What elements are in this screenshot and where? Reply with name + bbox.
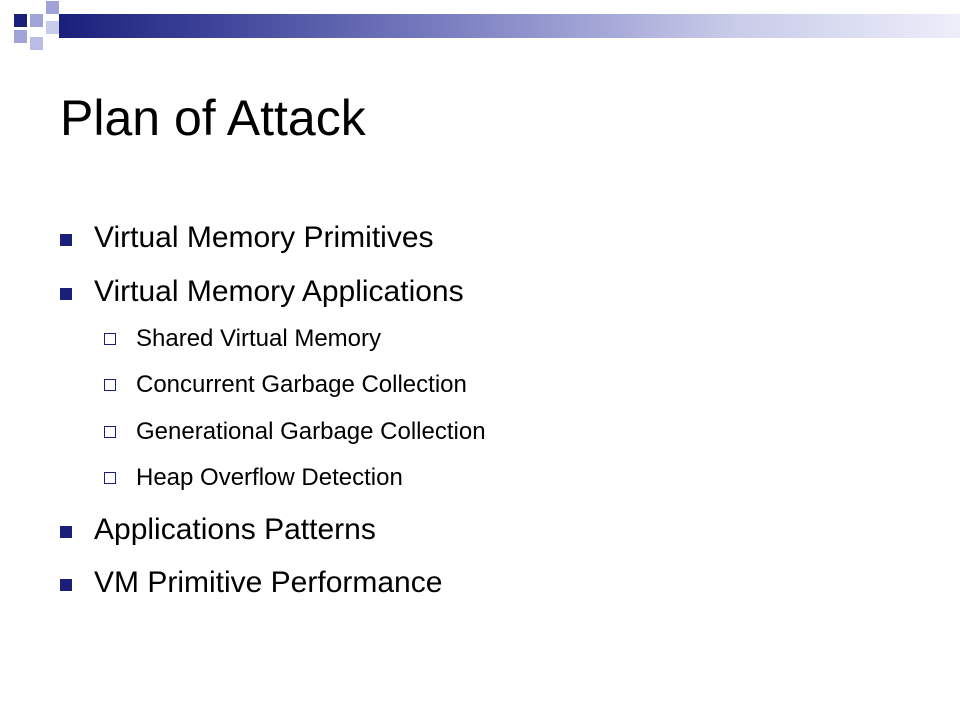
- square-bullet-icon: [60, 526, 72, 538]
- bullet-text: VM Primitive Performance: [94, 566, 443, 599]
- bullet-text: Virtual Memory Applications: [94, 275, 464, 308]
- bullet-item: VM Primitive Performance: [60, 565, 442, 601]
- sub-bullet-item: Concurrent Garbage Collection: [104, 371, 467, 399]
- decor-square-lavender: [30, 37, 43, 50]
- sub-bullet-item: Heap Overflow Detection: [104, 464, 403, 492]
- decor-square-lavender: [30, 14, 43, 27]
- square-bullet-icon: [60, 579, 72, 591]
- hollow-square-bullet-icon: [104, 333, 116, 345]
- sub-bullet-text: Heap Overflow Detection: [136, 464, 403, 491]
- sub-bullet-text: Concurrent Garbage Collection: [136, 371, 467, 398]
- bullet-item: Applications Patterns: [60, 512, 376, 548]
- sub-bullet-item: Shared Virtual Memory: [104, 325, 381, 353]
- hollow-square-bullet-icon: [104, 472, 116, 484]
- hollow-square-bullet-icon: [104, 379, 116, 391]
- bullet-text: Virtual Memory Primitives: [94, 221, 434, 254]
- sub-bullet-text: Generational Garbage Collection: [136, 418, 486, 445]
- square-bullet-icon: [60, 288, 72, 300]
- hollow-square-bullet-icon: [104, 426, 116, 438]
- sub-bullet-text: Shared Virtual Memory: [136, 325, 381, 352]
- decor-square-lavender: [46, 1, 59, 14]
- sub-bullet-item: Generational Garbage Collection: [104, 418, 486, 446]
- slide-title: Plan of Attack: [60, 90, 366, 146]
- bullet-text: Applications Patterns: [94, 513, 376, 546]
- bullet-item: Virtual Memory Primitives: [60, 220, 434, 256]
- square-bullet-icon: [60, 234, 72, 246]
- decor-square-lavender: [14, 30, 27, 43]
- decor-square-lavender: [46, 21, 59, 34]
- bullet-item: Virtual Memory Applications: [60, 274, 464, 310]
- decor-square-navy: [14, 14, 27, 27]
- header-gradient-bar: [59, 14, 960, 38]
